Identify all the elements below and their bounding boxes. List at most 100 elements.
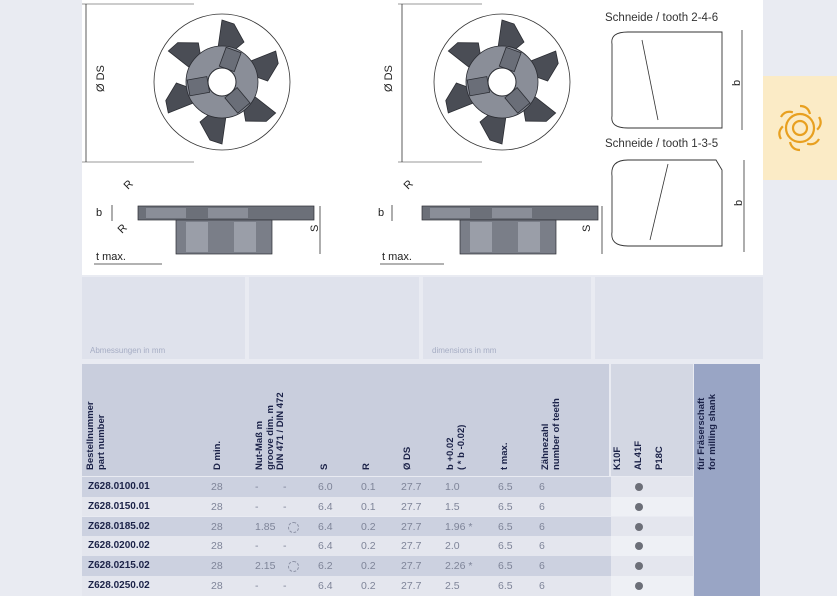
part-number: Z628.0200.02 <box>88 540 150 552</box>
s-cell: 6.4 <box>318 540 333 553</box>
tmax-label-left: t max. <box>96 251 126 263</box>
b-cell: 1.0 <box>445 481 460 493</box>
availability-dot <box>635 542 643 551</box>
svg-text:S: S <box>581 225 593 232</box>
grade-header <box>611 364 693 476</box>
teeth-cell: 6 <box>539 560 545 573</box>
side-strip <box>763 0 837 76</box>
availability-dot <box>635 502 643 511</box>
teeth-cell: 6 <box>539 540 545 553</box>
header-shank: für Fräserschaft for milling shank <box>696 393 718 470</box>
ds-cell: 27.7 <box>401 560 422 573</box>
d-min-cell: 28 <box>211 500 223 513</box>
tmax-cell: 6.5 <box>498 520 513 533</box>
ds-cell: 27.7 <box>401 520 422 533</box>
header-ds: Ø DS <box>402 446 413 470</box>
technical-drawing-area: Ø DS Ø DS b R R S t max. b R S <box>82 0 763 275</box>
groove-cell-2: - <box>283 481 287 493</box>
grade-cell <box>611 516 693 537</box>
d-min-cell: 28 <box>211 580 223 592</box>
b-cell: 2.0 <box>445 540 460 553</box>
groove-circle-icon <box>288 521 299 533</box>
dimensions-caption-de: Abmessungen in mm <box>90 346 166 355</box>
groove-cell-2: - <box>283 500 287 513</box>
teeth-cell: 6 <box>539 580 545 592</box>
ds-cell: 27.7 <box>401 540 422 553</box>
teeth-cell: 6 <box>539 481 545 493</box>
ds-cell: 27.7 <box>401 580 422 592</box>
d-min-cell: 28 <box>211 540 223 553</box>
availability-dot <box>635 522 643 531</box>
s-cell: 6.0 <box>318 481 333 493</box>
s-cell: 6.4 <box>318 500 333 513</box>
side-strip <box>763 180 837 275</box>
ds-label-right: Ø DS <box>383 65 395 92</box>
tmax-cell: 6.5 <box>498 500 513 513</box>
tooth-246-label: Schneide / tooth 2-4-6 <box>605 12 719 24</box>
grade-cell <box>611 536 693 556</box>
part-number: Z628.0100.01 <box>88 481 150 492</box>
svg-text:b: b <box>733 200 745 206</box>
ds-label-left: Ø DS <box>95 65 107 92</box>
milling-cutter-icon <box>778 104 822 152</box>
svg-text:R: R <box>122 178 136 192</box>
svg-text:t max.: t max. <box>382 251 412 263</box>
d-min-cell: 28 <box>211 481 223 493</box>
svg-text:S: S <box>309 225 321 232</box>
groove-cell: 1.85 <box>255 520 276 533</box>
r-cell: 0.2 <box>361 580 376 592</box>
groove-cell: - <box>255 580 259 592</box>
header-al41f: AL41F <box>633 440 644 470</box>
availability-dot <box>635 483 643 491</box>
svg-text:b: b <box>378 207 384 219</box>
s-cell: 6.4 <box>318 580 333 592</box>
svg-text:b: b <box>731 80 743 86</box>
groove-cell: - <box>255 500 259 513</box>
b-cell: 2.5 <box>445 580 460 592</box>
availability-dot <box>635 562 643 571</box>
b-cell: 1.96 * <box>445 520 473 533</box>
r-cell: 0.1 <box>361 481 376 493</box>
part-number: Z628.0250.02 <box>88 580 150 591</box>
groove-cell-2: - <box>283 540 287 553</box>
r-cell: 0.2 <box>361 540 376 553</box>
part-number: Z628.0185.02 <box>88 520 150 532</box>
shank-column <box>694 364 760 596</box>
b-cell: 1.5 <box>445 500 460 513</box>
ds-cell: 27.7 <box>401 500 422 513</box>
tooth-135-label: Schneide / tooth 1-3-5 <box>605 138 719 150</box>
header-part-number: Bestellnummer part number <box>85 401 107 470</box>
groove-cell-2: - <box>283 580 287 592</box>
part-number: Z628.0215.02 <box>88 560 150 572</box>
d-min-cell: 28 <box>211 560 223 573</box>
groove-circle-icon <box>288 561 299 573</box>
tool-icon-box <box>763 76 837 180</box>
dimensions-caption-en: dimensions in mm <box>432 346 497 355</box>
d-min-cell: 28 <box>211 520 223 533</box>
tmax-cell: 6.5 <box>498 560 513 573</box>
svg-text:R: R <box>402 178 416 192</box>
header-b: b +0.02 ( * b -0.02) <box>445 424 467 470</box>
technical-drawings: Ø DS Ø DS b R R S t max. b R S <box>82 3 745 265</box>
groove-cell: 2.15 <box>255 560 276 573</box>
grade-cell <box>611 496 693 517</box>
header-p18c: P18C <box>654 446 665 470</box>
caption-panel <box>249 277 419 359</box>
svg-text:R: R <box>116 222 130 236</box>
header-k10f: K10F <box>612 446 623 470</box>
groove-cell: - <box>255 540 259 553</box>
b-cell: 2.26 * <box>445 560 473 573</box>
teeth-cell: 6 <box>539 520 545 533</box>
header-r: R <box>361 463 372 470</box>
r-cell: 0.1 <box>361 500 376 513</box>
b-label-left: b <box>96 207 102 219</box>
header-s: S <box>319 463 330 470</box>
header-d-min: D min. <box>212 440 223 470</box>
